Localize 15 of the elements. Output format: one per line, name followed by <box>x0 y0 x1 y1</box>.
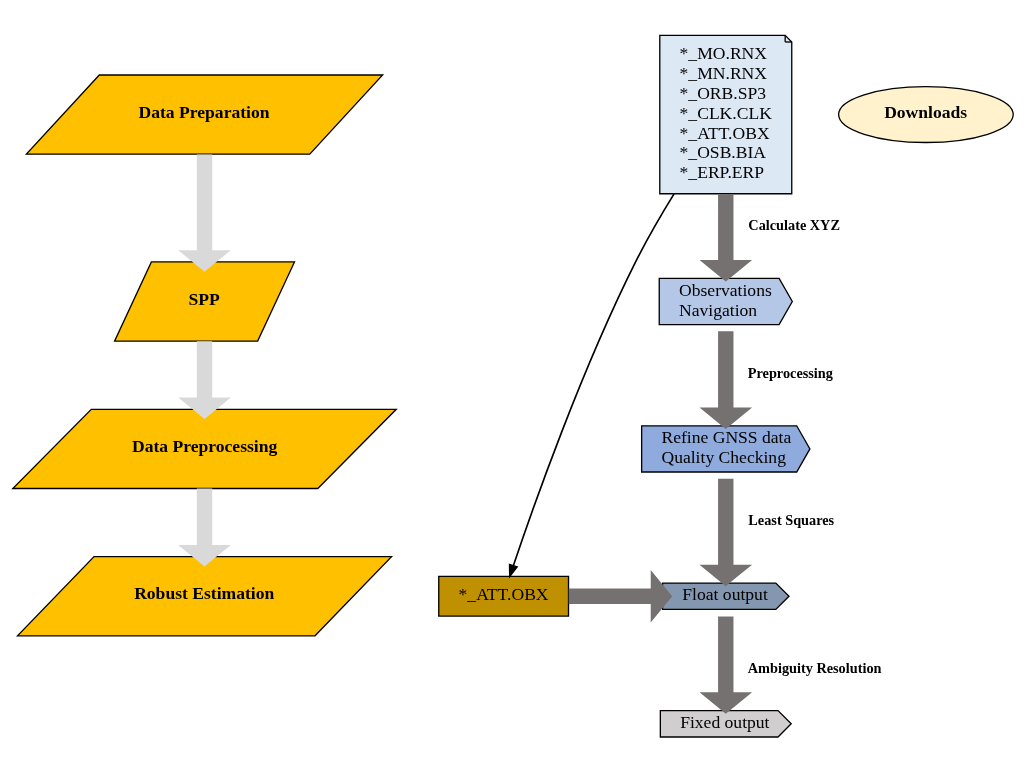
edge-label: Ambiguity Resolution <box>747 659 882 676</box>
arrow <box>568 569 673 623</box>
edge-label: Calculate XYZ <box>748 216 840 233</box>
arrow <box>699 330 753 429</box>
arrow <box>699 193 753 282</box>
arrow <box>699 615 753 714</box>
edge-label: Preprocessing <box>747 364 833 381</box>
arrow <box>178 340 231 419</box>
arrow <box>508 192 675 579</box>
edge-label: Least Squares <box>748 511 835 528</box>
node-box: *_ATT.OBX <box>438 575 570 617</box>
arrow <box>699 478 753 586</box>
arrow <box>178 488 231 566</box>
arrow <box>178 153 231 272</box>
node-ellipse: Downloads <box>837 85 1014 143</box>
